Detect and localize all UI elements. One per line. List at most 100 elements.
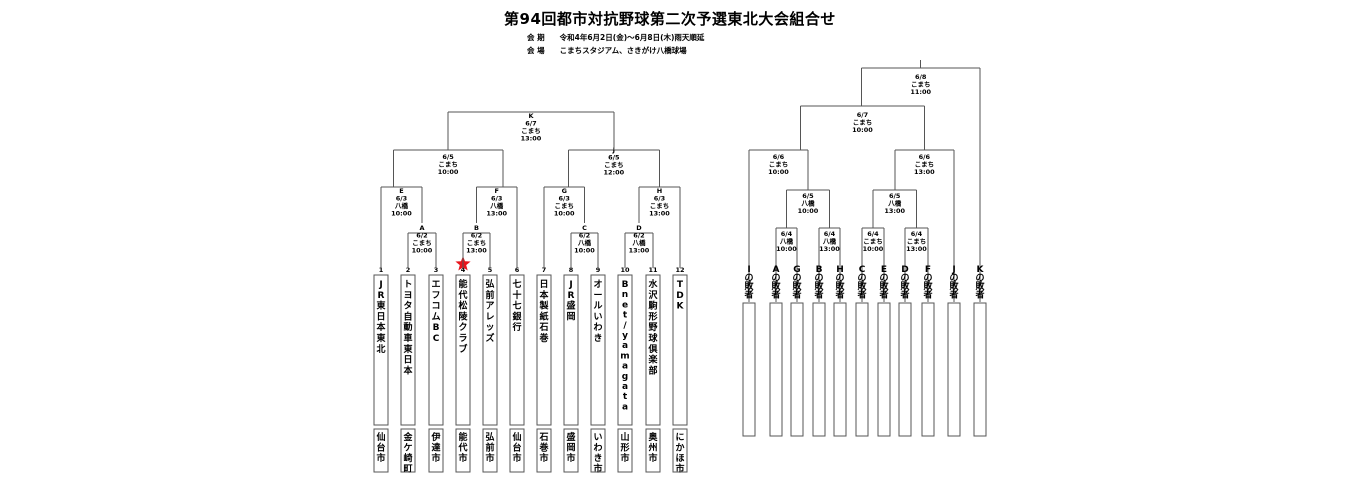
game-j-label-line: 6/5	[608, 154, 620, 162]
r-game-9-label-line: こまち	[853, 118, 873, 127]
r-game-7-label-line: こまち	[769, 160, 789, 169]
team-box	[400, 274, 416, 426]
team-box	[455, 274, 471, 426]
team-box	[617, 274, 633, 426]
city-box	[563, 428, 579, 473]
team-city: にかほ市	[675, 432, 684, 475]
r-game-6-label-line: 6/5	[889, 192, 901, 200]
loser-box	[921, 302, 935, 437]
game-e-label-line: 八橋	[394, 201, 409, 210]
entry-number: 7	[542, 266, 547, 274]
r-game-1-label-line: 10:00	[776, 245, 797, 253]
entry-number: 11	[648, 266, 658, 274]
entry-number: 5	[488, 266, 493, 274]
r-game-6-label-line: 13:00	[884, 207, 905, 215]
game-h-label-line: 13:00	[649, 210, 670, 218]
game-e-label-line: E	[399, 187, 403, 195]
loser-box	[833, 302, 847, 437]
team-name: 七十七銀行	[511, 278, 521, 333]
loser-box	[898, 302, 912, 437]
city-box	[672, 428, 688, 473]
team-city: 盛岡市	[566, 431, 575, 464]
r-game-10-label-line: 6/8	[915, 73, 927, 81]
city-box	[428, 428, 444, 473]
game-b-label-line: 6/2	[471, 232, 482, 240]
team-box	[590, 274, 606, 426]
team-city: 奥州市	[647, 431, 658, 464]
game-a-label-line: 10:00	[412, 247, 433, 255]
r-game-10-label-line: こまち	[911, 80, 931, 89]
team-box	[482, 274, 498, 426]
game-d-label-line: D	[636, 224, 642, 232]
city-box	[482, 428, 498, 473]
team-city: 弘前市	[485, 432, 494, 464]
game-h-label-line: 6/3	[654, 195, 665, 203]
city-box	[536, 428, 552, 473]
r-game-3-label-line: 10:00	[863, 245, 884, 253]
r-game-5-label-line: 6/5	[802, 192, 814, 200]
game-k-label-line: 13:00	[521, 135, 542, 143]
game-e-label-line: 6/3	[396, 195, 407, 203]
entry-number: 1	[379, 266, 384, 274]
loser-box	[947, 302, 961, 437]
game-g-label-line: 6/3	[559, 195, 570, 203]
r-game-3-label-line: こまち	[863, 237, 883, 246]
game-c-label-line: C	[582, 224, 587, 232]
entry-number: 8	[569, 266, 574, 274]
team-box	[509, 274, 525, 426]
game-k-label-line: こまち	[521, 126, 541, 135]
r-game-9-label-line: 6/7	[857, 111, 868, 119]
game-g-label-line: こまち	[555, 201, 575, 210]
loser-box	[812, 302, 826, 437]
team-city: 伊達市	[430, 431, 440, 464]
game-a-label-line: こまち	[412, 238, 432, 247]
game-d-label-line: 13:00	[629, 247, 650, 255]
r-game-5-label-line: 10:00	[798, 207, 819, 215]
team-name: 水沢駒形野球倶楽部	[647, 278, 658, 376]
team-city: 山形市	[620, 431, 629, 464]
r-game-1-label-line: 6/4	[781, 230, 793, 238]
entry-number: 10	[620, 266, 630, 274]
team-box	[373, 274, 389, 426]
loser-box	[855, 302, 869, 437]
loser-box	[742, 302, 756, 437]
r-game-4-label-line: こまち	[907, 237, 927, 246]
team-city: 仙台市	[512, 431, 521, 464]
loser-box	[877, 302, 891, 437]
game-i-label-line: 10:00	[438, 168, 459, 176]
period-label: 会 期	[527, 33, 545, 42]
team-city: 仙台市	[376, 431, 385, 464]
page-title: 第94回都市対抗野球第二次予選東北大会組合せ	[504, 10, 836, 28]
city-box	[617, 428, 633, 473]
game-f-label-line: F	[495, 187, 499, 195]
game-k-label-line: 6/7	[525, 120, 536, 128]
game-b-label-line: 13:00	[466, 247, 487, 255]
r-game-4-label-line: 13:00	[906, 245, 927, 253]
r-game-7-label-line: 10:00	[768, 168, 789, 176]
r-game-2-label-line: 13:00	[819, 245, 840, 253]
team-name: トヨタ自動車東日本	[403, 279, 413, 376]
team-city: 石巻市	[538, 432, 549, 464]
game-a-label-line: A	[419, 224, 424, 232]
game-a-label-line: 6/2	[416, 232, 427, 240]
loser-box	[769, 302, 783, 437]
game-d-label-line: 八橋	[632, 238, 647, 247]
r-game-6-label-line: 八橋	[887, 199, 902, 208]
entry-number: 6	[515, 266, 520, 274]
game-f-label-line: 13:00	[486, 210, 507, 218]
game-j-label-line: こまち	[604, 160, 624, 169]
team-box	[645, 274, 661, 426]
loser-box	[790, 302, 804, 437]
entry-number: 9	[596, 266, 601, 274]
